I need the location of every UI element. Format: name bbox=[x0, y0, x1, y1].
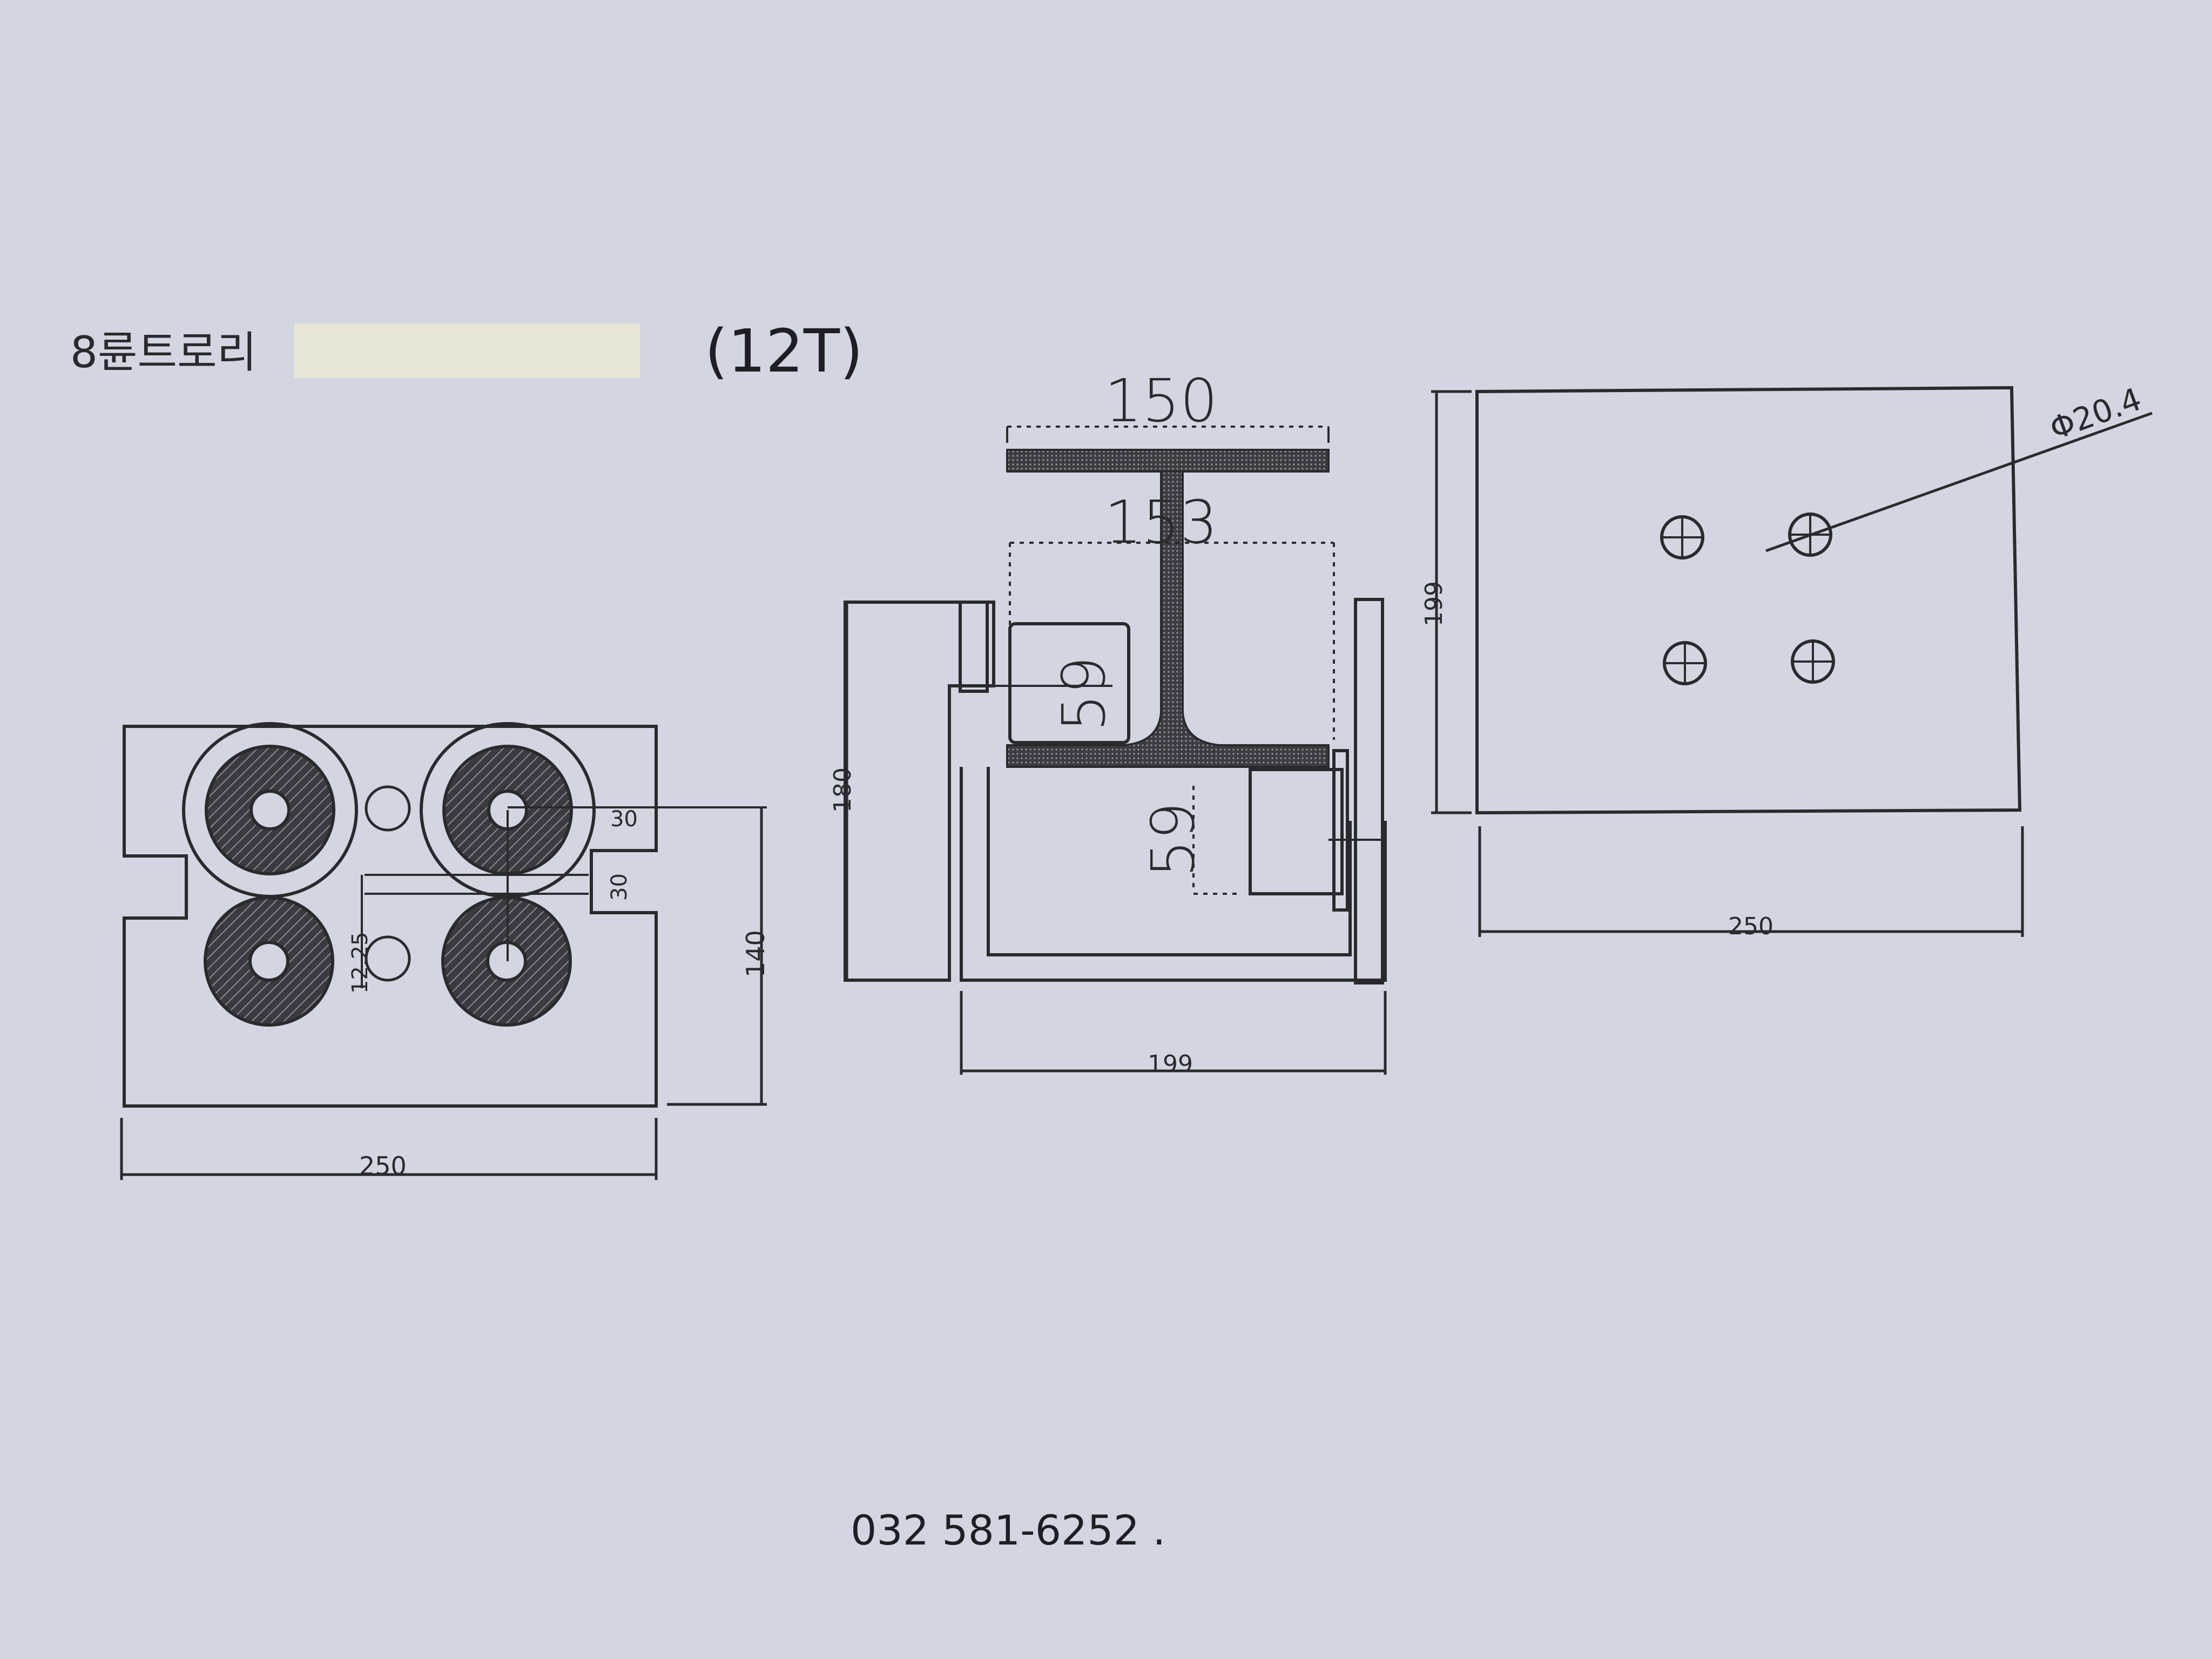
left-plate-strip bbox=[959, 601, 989, 693]
side-view bbox=[120, 722, 767, 1180]
side-height-label: 140 bbox=[741, 930, 770, 977]
front-height-label: 180 bbox=[829, 767, 857, 813]
left-side-plate bbox=[844, 601, 995, 982]
right-side-plate bbox=[1354, 598, 1384, 984]
front-dim-59-upper: 59 bbox=[1049, 656, 1118, 732]
front-dim-150: 150 bbox=[1104, 366, 1218, 435]
upper-left-axle-hole bbox=[249, 790, 291, 831]
side-view-outline bbox=[123, 725, 658, 1108]
front-view bbox=[844, 426, 1387, 1075]
lower-u-frame bbox=[960, 767, 1387, 982]
drawing-title: 8륜트로리 bbox=[70, 327, 257, 377]
phone-number: 032 581-6252 . bbox=[851, 1506, 1165, 1554]
side-dim-30-lower: 30 bbox=[607, 873, 632, 901]
bolt-hole-1 bbox=[1660, 515, 1704, 559]
top-height-label: 199 bbox=[1420, 581, 1448, 626]
i-beam-top-flange bbox=[1006, 449, 1330, 473]
lower-right-roller bbox=[1249, 768, 1344, 895]
inner-u-frame bbox=[987, 767, 1352, 956]
front-dim-153: 153 bbox=[1104, 488, 1218, 557]
top-view bbox=[1431, 386, 2153, 937]
top-hole-dia-label: Φ20.4 bbox=[2045, 380, 2147, 447]
bolt-hole-4 bbox=[1791, 639, 1835, 684]
bolt-hole-3 bbox=[1663, 641, 1707, 685]
lower-left-axle-hole bbox=[248, 941, 289, 982]
side-dim-30-upper: 30 bbox=[610, 807, 638, 832]
top-plate-outline bbox=[1475, 386, 2022, 815]
i-beam-web bbox=[1006, 470, 1330, 768]
masking-tape bbox=[294, 324, 640, 378]
hole-leader-line bbox=[1765, 412, 2153, 552]
side-dim-1225: 12.25 bbox=[348, 932, 373, 994]
front-width-label: 199 bbox=[1148, 1050, 1193, 1078]
side-width-label: 250 bbox=[359, 1151, 407, 1181]
lower-right-roller-strip bbox=[1332, 749, 1349, 912]
front-dim-59-lower: 59 bbox=[1138, 802, 1208, 878]
capacity-label: (12T) bbox=[705, 316, 863, 386]
small-hole-upper bbox=[365, 785, 411, 832]
top-width-label: 250 bbox=[1728, 913, 1773, 940]
small-hole-lower bbox=[365, 935, 411, 982]
upper-left-roller bbox=[1008, 622, 1130, 744]
